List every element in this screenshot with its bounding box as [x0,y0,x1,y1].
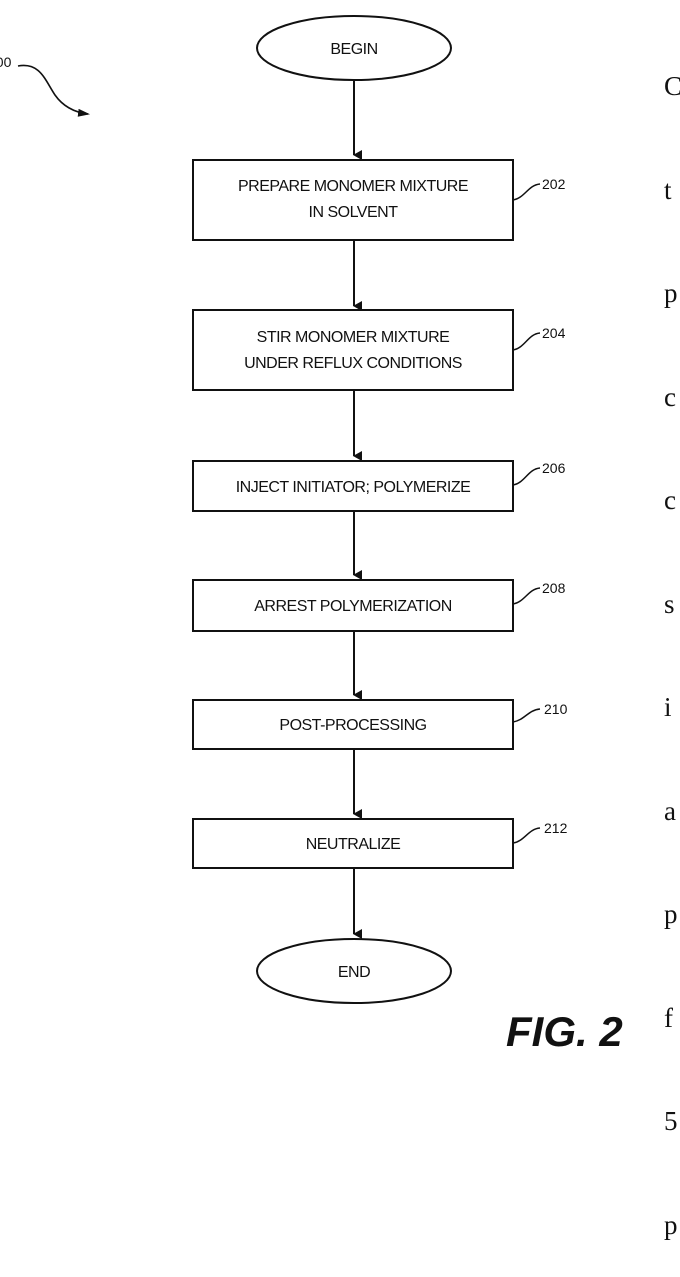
ref-label-206: 206 [542,460,566,476]
begin-label: BEGIN [330,41,377,58]
ref-leader-206 [513,468,540,485]
text-line: a [664,794,680,829]
ref-leader-212 [513,828,540,843]
cropped-body-text: C t p c c s i a p f 5 p [664,0,680,1277]
diagram-ref-leader [18,65,88,114]
text-line: i [664,690,680,725]
ref-label-210: 210 [544,701,568,717]
ref-label-208: 208 [542,580,566,596]
step-label-post-processing: POST-PROCESSING [279,717,426,734]
text-line: 5 [664,1104,680,1139]
step-label-arrest: ARREST POLYMERIZATION [254,598,452,615]
step-label-inject: INJECT INITIATOR; POLYMERIZE [236,479,471,496]
step-box-stir [193,310,513,390]
text-line: p [664,276,680,311]
text-line: p [664,897,680,932]
ref-leader-210 [513,709,540,722]
ref-leader-204 [513,333,540,350]
step-label-neutralize: NEUTRALIZE [306,836,401,853]
text-line: c [664,483,680,518]
text-line: t [664,173,680,208]
figure-label: FIG. 2 [506,1008,623,1056]
ref-label-212: 212 [544,820,568,836]
step-label-prepare-line2: IN SOLVENT [309,204,399,221]
step-box-prepare [193,160,513,240]
text-line: f [664,1001,680,1036]
text-line: p [664,1208,680,1243]
step-label-stir-line1: STIR MONOMER MIXTURE [257,329,450,346]
end-label: END [338,964,370,981]
text-line: s [664,587,680,622]
ref-label-204: 204 [542,325,566,341]
flowchart: BEGIN PREPARE MONOMER MIXTURE IN SOLVENT… [0,0,680,1091]
ref-label-202: 202 [542,176,566,192]
text-line: C [664,69,680,104]
step-label-prepare-line1: PREPARE MONOMER MIXTURE [238,178,468,195]
ref-leader-202 [513,184,540,200]
ref-leader-208 [513,588,540,604]
text-line: c [664,380,680,415]
step-label-stir-line2: UNDER REFLUX CONDITIONS [244,355,462,372]
